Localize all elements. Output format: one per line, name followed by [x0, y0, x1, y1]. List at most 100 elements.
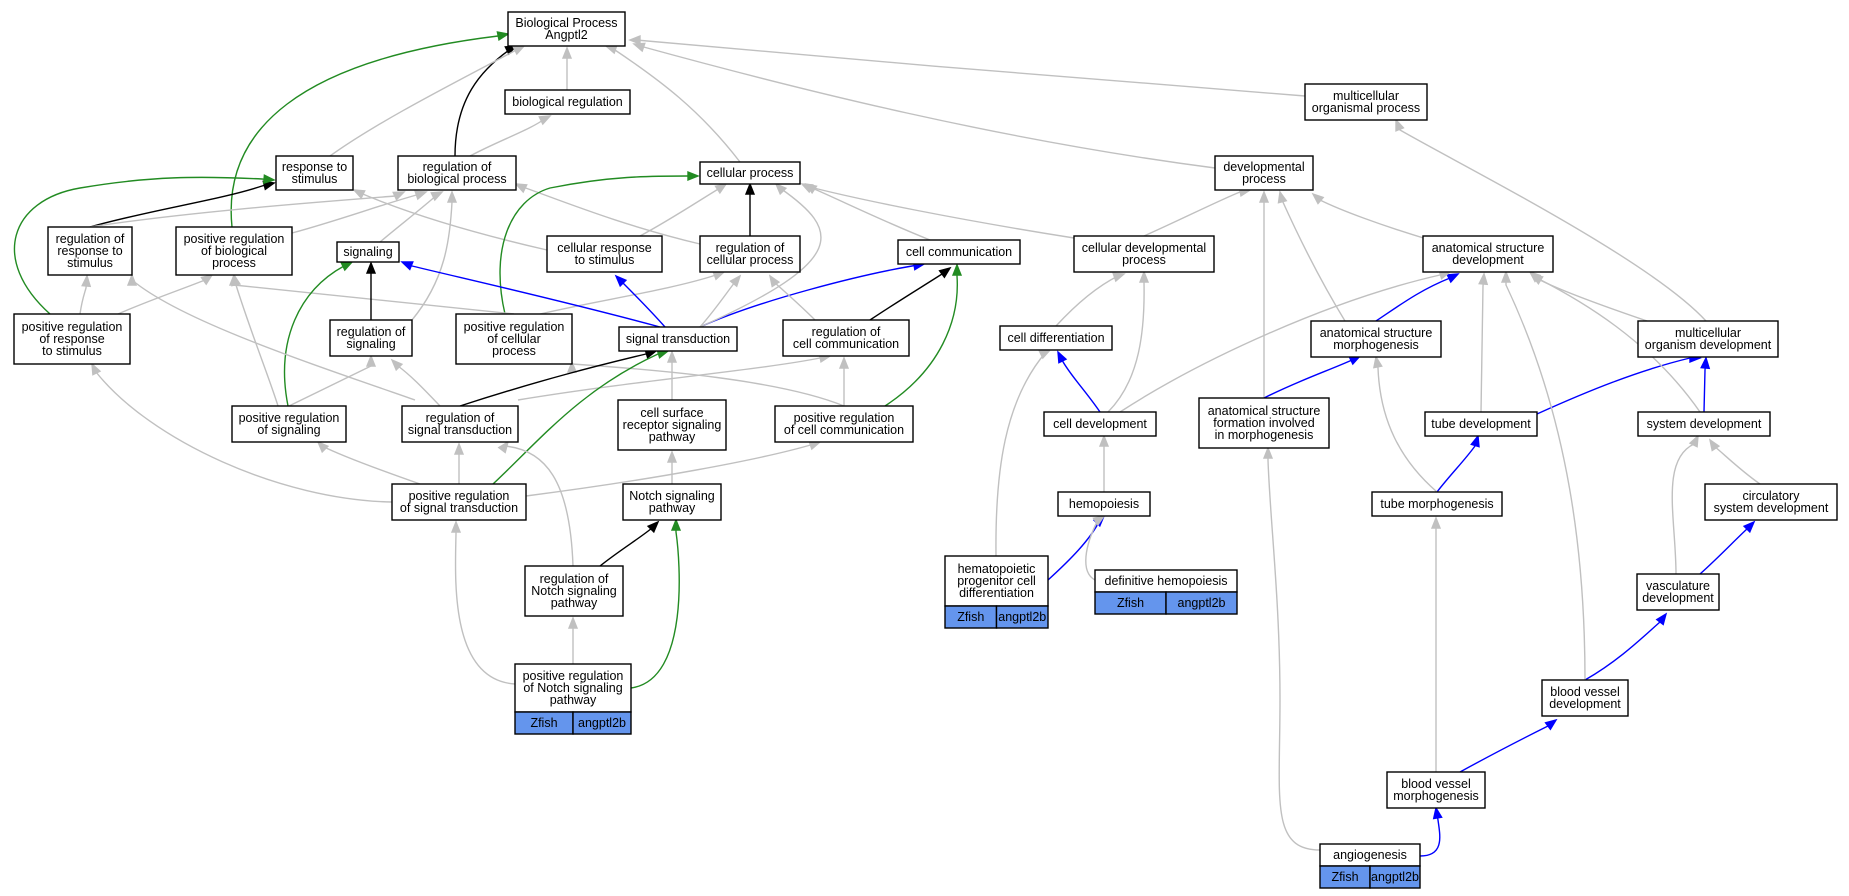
node-label-line: biological regulation	[512, 95, 623, 109]
node-label-line: biological process	[407, 172, 506, 186]
edge-line	[869, 273, 943, 321]
node-celldev[interactable]: cell development	[1043, 411, 1157, 437]
edge-angio-to-bvmorph	[1419, 806, 1443, 857]
node-label-line: regulation of	[56, 232, 125, 246]
edge-arrowhead	[81, 274, 92, 288]
node-tubedev[interactable]: tube development	[1424, 411, 1538, 437]
edge-arrowhead	[714, 182, 728, 195]
node-label-line: stimulus	[292, 172, 338, 186]
node-box	[13, 313, 131, 365]
edge-sysdev-to-anatdev	[1528, 270, 1701, 413]
edge-line	[1399, 129, 1707, 322]
edge-posregnotch-to-notch	[630, 518, 682, 689]
node-cellcomm[interactable]: cell communication	[897, 239, 1021, 265]
edge-line	[288, 365, 372, 407]
node-label-line: blood vessel	[1401, 777, 1471, 791]
annotation-cell	[1165, 591, 1238, 615]
edge-line	[397, 365, 441, 407]
edge-posregcellcomm-to-regcellcomm	[838, 356, 850, 406]
annotation-cell-label: angptl2b	[1178, 596, 1226, 610]
node-tubemorph[interactable]: tube morphogenesis	[1371, 491, 1503, 517]
node-label-line: developmental	[1223, 160, 1304, 174]
edge-multiproc-to-bp	[628, 34, 1306, 97]
node-celldiff[interactable]: cell differentiation	[999, 325, 1113, 351]
edge-line	[630, 530, 680, 689]
edge-line	[805, 185, 1075, 239]
node-label-line: positive regulation	[239, 411, 340, 425]
node-box	[401, 405, 519, 443]
node-label-line: definitive hemopoiesis	[1105, 574, 1228, 588]
node-cellproc[interactable]: cellular process	[699, 161, 801, 185]
edge-bvmorph-to-tubemorph	[1430, 516, 1442, 772]
node-signaling[interactable]: signaling	[336, 241, 400, 263]
node-label-line: signaling	[343, 245, 392, 259]
node-box	[391, 483, 527, 521]
edge-arrowhead	[1277, 190, 1288, 204]
edge-line	[291, 193, 421, 234]
edge-asfim-to-devproc	[1258, 190, 1270, 398]
edge-line	[492, 353, 659, 485]
edge-line	[235, 284, 279, 407]
edge-line	[499, 175, 689, 315]
node-label-line: Notch signaling	[629, 489, 715, 503]
edge-arrowhead	[390, 358, 404, 372]
node-hemo[interactable]: hemopoiesis	[1057, 491, 1151, 517]
node-label-line: development	[1642, 591, 1714, 605]
edge-line	[233, 284, 515, 315]
node-label-line: tube development	[1431, 417, 1531, 431]
node-sysdev[interactable]: system development	[1637, 411, 1771, 437]
node-box	[1214, 155, 1314, 191]
edge-line	[411, 201, 453, 321]
annotation-cell-label: angptl2b	[578, 716, 626, 730]
node-biolreg[interactable]: biological regulation	[504, 89, 631, 115]
node-label-line: of cell communication	[784, 423, 904, 437]
node-label-line: to stimulus	[42, 344, 102, 358]
edge-arrowhead	[340, 261, 354, 272]
edge-celldevproc-to-devproc	[1143, 187, 1252, 237]
edge-regsigtrans-to-sigtrans	[459, 349, 658, 407]
node-sigtrans[interactable]: signal transduction	[618, 326, 738, 352]
node-box	[546, 235, 663, 273]
edge-line	[89, 184, 265, 228]
edge-vasc-to-sysdev	[1671, 434, 1699, 575]
node-box	[699, 161, 801, 185]
edge-tubedev-to-multidev	[1536, 352, 1702, 415]
edge-tubemorph-to-tubedev	[1436, 434, 1480, 493]
edge-arrowhead	[1395, 118, 1405, 132]
annotation-cell	[1369, 865, 1421, 889]
